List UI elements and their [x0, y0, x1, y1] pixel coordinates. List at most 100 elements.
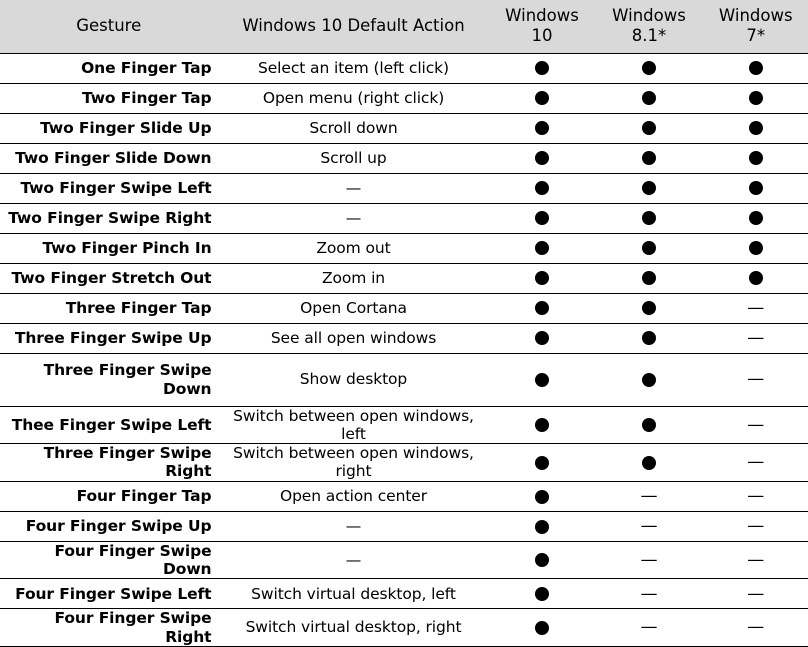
filled-dot-icon	[642, 331, 656, 346]
cell-gesture-name: Two Finger Swipe Left	[0, 173, 218, 204]
cell-windows-81	[595, 173, 703, 204]
cell-windows-10	[489, 113, 595, 144]
cell-windows-10	[489, 511, 595, 542]
cell-gesture-name: Four Finger Tap	[0, 481, 218, 512]
dash-icon: —	[747, 369, 765, 390]
cell-windows-10	[489, 353, 595, 407]
filled-dot-icon	[642, 418, 656, 433]
cell-gesture-name: Two Finger Swipe Right	[0, 203, 218, 234]
filled-dot-icon	[535, 271, 549, 286]
dash-icon: —	[747, 297, 765, 318]
cell-default-action: Switch virtual desktop, left	[218, 578, 489, 610]
cell-windows-10	[489, 203, 595, 234]
cell-windows-10	[489, 293, 595, 324]
filled-dot-icon	[642, 151, 656, 166]
cell-default-action: Switch virtual desktop, right	[218, 608, 489, 647]
cell-windows-7	[703, 263, 808, 294]
filled-dot-icon	[535, 372, 549, 387]
cell-windows-7: —	[703, 353, 808, 407]
cell-windows-10	[489, 263, 595, 294]
cell-windows-7: —	[703, 511, 808, 542]
cell-gesture-name: Four Finger Swipe Right	[0, 608, 218, 647]
cell-gesture-name: Two Finger Slide Up	[0, 113, 218, 144]
column-header-default-action: Windows 10 Default Action	[218, 0, 489, 54]
filled-dot-icon	[535, 91, 549, 106]
cell-windows-10	[489, 83, 595, 114]
cell-gesture-name: Four Finger Swipe Down	[0, 541, 218, 580]
cell-windows-7: —	[703, 443, 808, 482]
cell-default-action: Switch between open windows, right	[218, 443, 489, 482]
filled-dot-icon	[748, 121, 763, 136]
cell-default-action: —	[218, 173, 489, 204]
dash-icon: —	[747, 617, 765, 638]
cell-windows-10	[489, 608, 595, 647]
table-row: Two Finger Swipe Right—	[0, 203, 808, 234]
header-row: Gesture Windows 10 Default Action Window…	[0, 0, 808, 54]
dash-icon: —	[640, 486, 658, 507]
cell-default-action: Switch between open windows, left	[218, 406, 489, 445]
filled-dot-icon	[535, 181, 549, 196]
filled-dot-icon	[748, 271, 763, 286]
cell-windows-81	[595, 293, 703, 324]
cell-default-action: See all open windows	[218, 323, 489, 354]
dash-icon: —	[640, 583, 658, 604]
cell-windows-10	[489, 233, 595, 264]
filled-dot-icon	[535, 553, 549, 568]
cell-windows-81	[595, 263, 703, 294]
cell-default-action: Open menu (right click)	[218, 83, 489, 114]
filled-dot-icon	[642, 61, 656, 76]
cell-default-action: —	[218, 541, 489, 580]
cell-windows-7	[703, 233, 808, 264]
cell-windows-10	[489, 173, 595, 204]
cell-windows-81	[595, 113, 703, 144]
dash-icon: —	[747, 327, 765, 348]
column-header-windows-81: Windows 8.1*	[595, 0, 703, 54]
cell-gesture-name: Two Finger Slide Down	[0, 143, 218, 174]
cell-windows-81	[595, 406, 703, 445]
cell-windows-81	[595, 443, 703, 482]
cell-windows-81: —	[595, 511, 703, 542]
cell-gesture-name: Thee Finger Swipe Left	[0, 406, 218, 445]
cell-windows-10	[489, 443, 595, 482]
cell-windows-10	[489, 143, 595, 174]
filled-dot-icon	[535, 61, 549, 76]
cell-windows-10	[489, 481, 595, 512]
cell-default-action: —	[218, 511, 489, 542]
cell-windows-81: —	[595, 608, 703, 647]
cell-gesture-name: Three Finger Swipe Down	[0, 353, 218, 407]
cell-default-action: —	[218, 203, 489, 234]
cell-windows-81	[595, 353, 703, 407]
cell-default-action: Show desktop	[218, 353, 489, 407]
column-header-gesture: Gesture	[0, 0, 218, 54]
filled-dot-icon	[642, 241, 656, 256]
cell-default-action: Select an item (left click)	[218, 53, 489, 84]
filled-dot-icon	[535, 455, 549, 470]
cell-windows-7: —	[703, 481, 808, 512]
filled-dot-icon	[642, 455, 656, 470]
cell-windows-10	[489, 578, 595, 610]
cell-windows-10	[489, 323, 595, 354]
filled-dot-icon	[642, 121, 656, 136]
cell-windows-81	[595, 83, 703, 114]
cell-windows-81	[595, 203, 703, 234]
filled-dot-icon	[748, 151, 763, 166]
cell-windows-7: —	[703, 406, 808, 445]
cell-windows-7	[703, 53, 808, 84]
filled-dot-icon	[642, 271, 656, 286]
cell-gesture-name: One Finger Tap	[0, 53, 218, 84]
cell-windows-10	[489, 53, 595, 84]
filled-dot-icon	[535, 418, 549, 433]
filled-dot-icon	[748, 181, 763, 196]
column-header-windows-7: Windows 7*	[703, 0, 808, 54]
filled-dot-icon	[535, 620, 549, 635]
dash-icon: —	[640, 617, 658, 638]
